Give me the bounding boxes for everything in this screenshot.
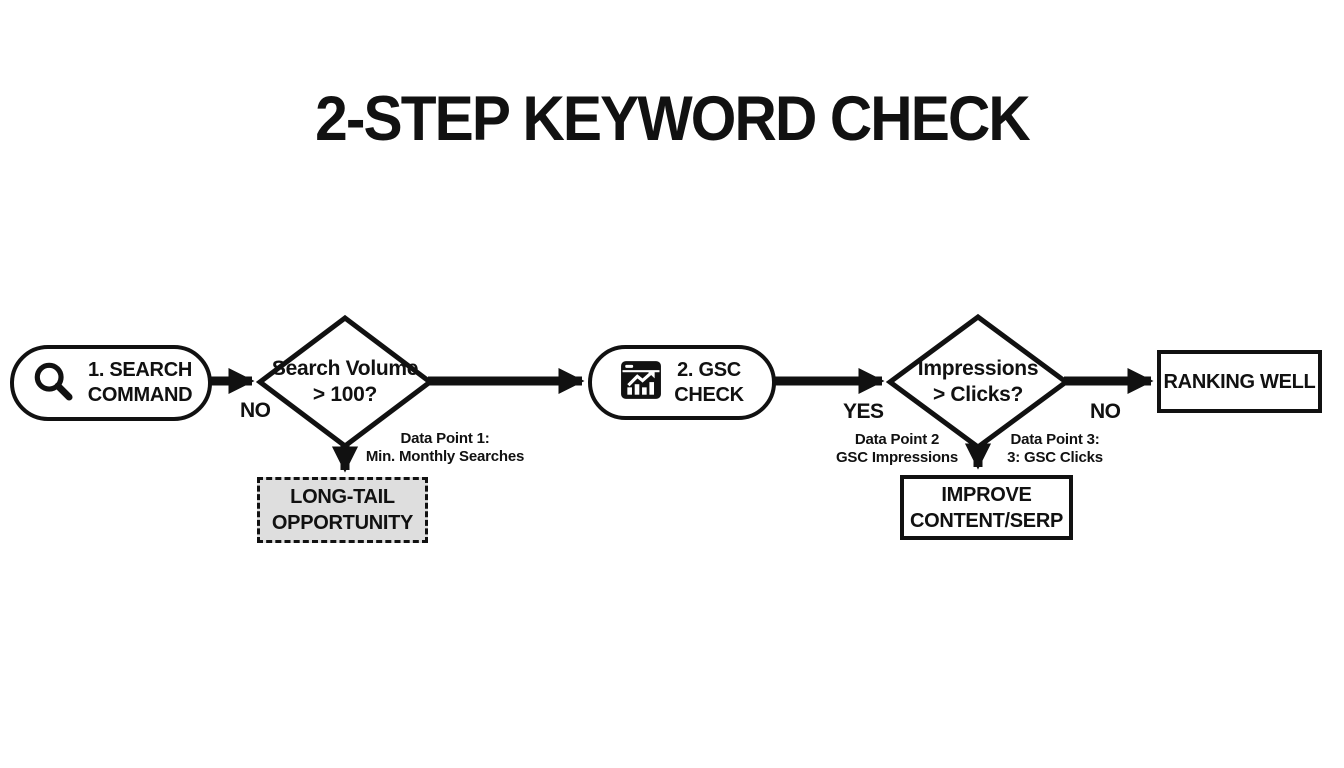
node-label: CONTENT/SERP (909, 509, 1064, 532)
node-label: IMPROVE (941, 483, 1032, 506)
node-label: RANKING WELL (1163, 370, 1316, 393)
node-label: > Clicks? (932, 383, 1024, 406)
diamond-shape (255, 314, 435, 450)
diamond-shape (885, 313, 1071, 451)
edge-label-yes: YES (843, 400, 884, 423)
node-long-tail-opportunity: LONG-TAIL OPPORTUNITY (257, 477, 428, 543)
node-label: LONG-TAIL (290, 486, 395, 508)
node-label: CHECK (674, 383, 744, 406)
node-improve-content: IMPROVE CONTENT/SERP (900, 475, 1073, 540)
annotation-data-point-2: Data Point 2 GSC Impressions (835, 431, 959, 466)
node-label: 1. SEARCH (88, 359, 192, 381)
node-ranking-well: RANKING WELL (1157, 350, 1322, 413)
node-label: 2. GSC (677, 358, 741, 381)
annotation-data-point-3: Data Point 3: 3: GSC Clicks (1007, 431, 1103, 466)
node-label: > 100? (312, 383, 378, 406)
analytics-window-icon (620, 360, 662, 405)
node-label: Impressions (917, 357, 1039, 380)
search-icon (30, 358, 76, 409)
diagram-title: 2-STEP KEYWORD CHECK (315, 84, 1031, 154)
edge-label-no-1: NO (240, 399, 271, 422)
annotation-data-point-1: Data Point 1: Min. Monthly Searches (365, 430, 525, 465)
node-label: OPPORTUNITY (271, 512, 414, 534)
node-label: Search Volume (271, 357, 419, 380)
node-gsc-check: 2. GSC CHECK (588, 345, 776, 420)
node-impressions-decision: Impressions > Clicks? (885, 312, 1071, 452)
node-label: COMMAND (87, 384, 193, 406)
edge-label-no-2: NO (1090, 400, 1121, 423)
node-search-command: 1. SEARCH COMMAND (10, 345, 212, 421)
node-search-volume-decision: Search Volume > 100? (255, 314, 435, 450)
